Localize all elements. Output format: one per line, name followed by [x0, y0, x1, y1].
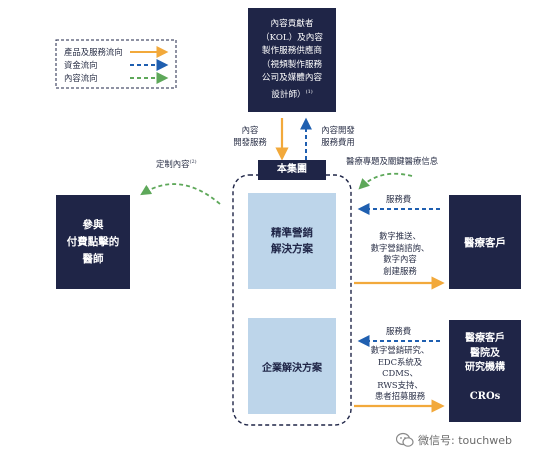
doctor-box: 參與 付費點擊的 醫師 — [56, 195, 130, 289]
enterprise-service-2: EDC系統及 — [377, 356, 423, 367]
legend-label-content: 內容流向 — [64, 73, 98, 83]
legend-frame — [55, 39, 177, 89]
enterprise-service-5: 患者招募服務 — [374, 391, 426, 401]
client2-line-4: CROs — [469, 390, 501, 402]
arrow-custom-content — [140, 183, 221, 205]
kol-line-1: 內容貢獻者 — [270, 19, 314, 29]
kol-footnote: (1) — [305, 88, 313, 95]
label-content-dev-2: 開發服務 — [233, 137, 267, 147]
enterprise-solution-box: 企業解決方案 — [248, 318, 336, 414]
label-content-dev-service: 內容 開發服務 — [226, 124, 274, 148]
precision-service-1: 數字推送、 — [379, 231, 421, 241]
label-content-dev-fee: 內容開發 服務費用 — [312, 124, 364, 148]
label-custom-content: 定制內容(2) — [156, 156, 197, 170]
watermark: 微信号: touchweb — [396, 432, 512, 448]
legend-label-product: 產品及服務流向 — [64, 47, 123, 57]
label-content-fee-1: 內容開發 — [321, 125, 355, 135]
group-header-box: 本集團 — [258, 160, 326, 180]
kol-line-4: （視頻製作服務 — [261, 59, 323, 70]
enterprise-service-1: 數字營銷研究、 — [370, 345, 430, 355]
client2-line-3: 研究機構 — [465, 362, 505, 373]
precision-marketing-box: 精準營銷 解決方案 — [248, 193, 336, 289]
watermark-text: 微信号: touchweb — [418, 434, 512, 447]
enterprise-service-3: CDMS、 — [382, 368, 418, 378]
medical-client-box-2: 醫療客戶 醫院及 研究機構 CROs — [449, 320, 521, 422]
doctor-line-1: 參與 — [82, 218, 104, 231]
doctor-line-2: 付費點擊的 — [66, 235, 120, 248]
label-service-fee-2: 服務費 — [386, 326, 412, 336]
kol-line-2: （KOL）及內容 — [261, 32, 323, 43]
client2-line-2: 醫院及 — [470, 347, 500, 359]
arrow-medical-topics — [358, 172, 413, 190]
kol-line-5: 公司及媒體內容 — [261, 73, 323, 83]
label-content-fee-2: 服務費用 — [321, 137, 355, 147]
doctor-line-3: 醫師 — [82, 252, 104, 265]
enterprise-service-4: RWS支持、 — [377, 379, 423, 390]
label-custom-content-note: (2) — [189, 159, 197, 165]
label-medical-topics: 醫療專題及關鍵醫療信息 — [346, 156, 439, 166]
precision-service-3: 數字內容 — [383, 254, 417, 264]
label-enterprise-services: 數字營銷研究、 EDC系統及 CDMS、 RWS支持、 患者招募服務 — [356, 345, 444, 403]
wechat-icon — [396, 432, 414, 447]
precision-service-4: 創建服務 — [383, 265, 417, 276]
label-custom-content-text: 定制內容 — [156, 158, 190, 169]
legend-label-funds: 資金流向 — [64, 60, 98, 70]
kol-line-6-row: 設計師）(1) — [248, 86, 336, 102]
kol-line-6: 設計師） — [271, 89, 306, 100]
kol-line-3: 製作服務供應商 — [261, 46, 323, 56]
precision-line-1: 精準營銷 — [271, 227, 313, 239]
medical-client-box-1: 醫療客戶 — [449, 195, 521, 289]
label-precision-services: 數字推送、 數字營銷諮詢、 數字內容 創建服務 — [358, 231, 442, 277]
label-service-fee-1: 服務費 — [386, 194, 412, 204]
client2-line-1: 醫療客戶 — [465, 333, 505, 344]
precision-service-2: 數字營銷諮詢、 — [370, 242, 430, 253]
kol-provider-box: 內容貢獻者 （KOL）及內容 製作服務供應商 （視頻製作服務 公司及媒體內容 設… — [248, 8, 336, 112]
precision-line-2: 解決方案 — [271, 243, 313, 255]
label-content-dev-1: 內容 — [241, 125, 259, 135]
